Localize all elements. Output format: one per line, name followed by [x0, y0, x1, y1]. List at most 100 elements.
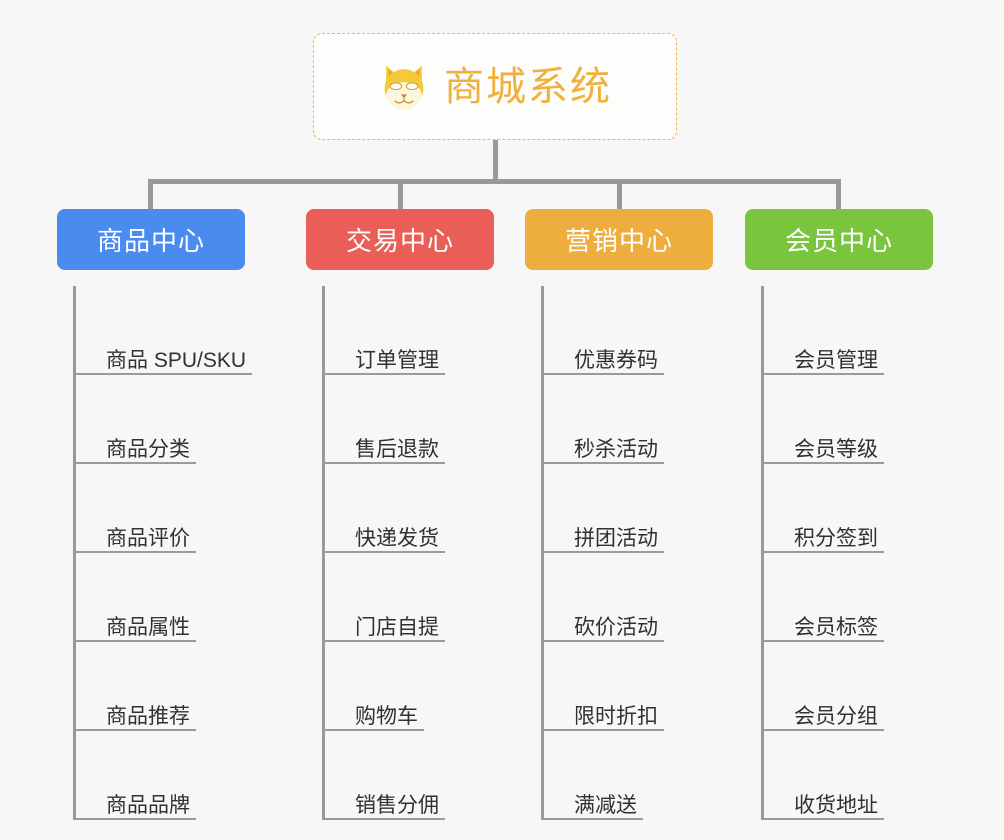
connector-root-stem: [493, 140, 498, 183]
leaf-item[interactable]: 商品分类: [73, 375, 247, 464]
leaf-underline: [541, 640, 664, 642]
leaf-underline: [73, 640, 196, 642]
category-title-1: 商品中心: [96, 226, 205, 256]
column-spine-4: [761, 286, 764, 820]
branch-column-2: 交易中心 订单管理 售后退款 快递发货 门店自提 购物车: [306, 209, 496, 836]
connector-drop-3: [617, 179, 622, 210]
leaf-label: 收货地址: [794, 794, 878, 817]
leaf-item[interactable]: 砍价活动: [541, 553, 715, 642]
leaf-underline: [541, 462, 664, 464]
leaf-underline: [73, 373, 252, 375]
leaf-item[interactable]: 商品属性: [73, 553, 247, 642]
leaf-item[interactable]: 会员管理: [761, 286, 935, 375]
leaf-item[interactable]: 购物车: [322, 642, 496, 731]
leaf-item[interactable]: 秒杀活动: [541, 375, 715, 464]
leaf-item[interactable]: 会员标签: [761, 553, 935, 642]
category-title-4: 会员中心: [784, 226, 893, 256]
leaf-label: 商品 SPU/SKU: [106, 349, 247, 372]
leaf-label: 满减送: [574, 794, 637, 817]
leaf-underline: [541, 729, 664, 731]
branch-column-3: 营销中心 优惠券码 秒杀活动 拼团活动 砍价活动 限时折扣: [525, 209, 715, 836]
leaf-item[interactable]: 收货地址: [761, 731, 935, 820]
leaf-label: 会员分组: [794, 705, 878, 728]
leaf-label: 优惠券码: [574, 349, 658, 372]
column-spine-3: [541, 286, 544, 820]
leaf-item[interactable]: 快递发货: [322, 464, 496, 553]
leaf-underline: [322, 373, 445, 375]
leaf-label: 会员管理: [794, 349, 878, 372]
leaf-underline: [761, 818, 884, 820]
leaf-list-3: 优惠券码 秒杀活动 拼团活动 砍价活动 限时折扣 满减送: [541, 286, 715, 820]
leaf-underline: [73, 462, 196, 464]
leaf-underline: [541, 818, 643, 820]
branch-column-1: 商品中心 商品 SPU/SKU 商品分类 商品评价 商品属性 商品推荐: [57, 209, 252, 836]
leaf-label: 售后退款: [355, 438, 439, 461]
leaf-item[interactable]: 商品品牌: [73, 731, 247, 820]
leaf-underline: [761, 640, 884, 642]
leaf-item[interactable]: 积分签到: [761, 464, 935, 553]
leaf-underline: [761, 462, 884, 464]
leaf-list-1: 商品 SPU/SKU 商品分类 商品评价 商品属性 商品推荐 商品品牌: [73, 286, 252, 820]
leaf-item[interactable]: 会员等级: [761, 375, 935, 464]
leaf-item[interactable]: 商品 SPU/SKU: [73, 286, 252, 375]
leaf-item[interactable]: 订单管理: [322, 286, 496, 375]
category-title-2: 交易中心: [345, 226, 454, 256]
connector-horizontal-bus: [148, 179, 840, 184]
leaf-list-2: 订单管理 售后退款 快递发货 门店自提 购物车 销售分佣: [322, 286, 496, 820]
category-header-4[interactable]: 会员中心: [745, 209, 933, 270]
leaf-item[interactable]: 售后退款: [322, 375, 496, 464]
leaf-label: 砍价活动: [574, 616, 658, 639]
leaf-underline: [761, 551, 884, 553]
leaf-underline: [322, 640, 445, 642]
leaf-label: 积分签到: [794, 527, 878, 550]
leaf-label: 商品分类: [106, 438, 190, 461]
leaf-item[interactable]: 拼团活动: [541, 464, 715, 553]
leaf-underline: [541, 373, 664, 375]
leaf-label: 门店自提: [355, 616, 439, 639]
column-spine-2: [322, 286, 325, 820]
root-node-shop-system[interactable]: 商城系统: [313, 33, 677, 140]
connector-drop-4: [836, 179, 841, 210]
leaf-underline: [73, 551, 196, 553]
leaf-item[interactable]: 限时折扣: [541, 642, 715, 731]
category-title-3: 营销中心: [564, 226, 673, 256]
root-node-content: 商城系统: [378, 61, 612, 113]
leaf-underline: [761, 729, 884, 731]
leaf-label: 购物车: [355, 705, 418, 728]
connector-drop-1: [148, 179, 153, 210]
branch-column-4: 会员中心 会员管理 会员等级 积分签到 会员标签 会员分组: [745, 209, 935, 836]
leaf-label: 商品评价: [106, 527, 190, 550]
leaf-item[interactable]: 商品推荐: [73, 642, 247, 731]
leaf-underline: [73, 818, 196, 820]
leaf-item[interactable]: 优惠券码: [541, 286, 715, 375]
leaf-item[interactable]: 门店自提: [322, 553, 496, 642]
leaf-underline: [73, 729, 196, 731]
root-node-title: 商城系统: [444, 64, 612, 109]
leaf-label: 商品推荐: [106, 705, 190, 728]
leaf-underline: [322, 551, 445, 553]
leaf-label: 商品品牌: [106, 794, 190, 817]
category-header-1[interactable]: 商品中心: [57, 209, 245, 270]
leaf-item[interactable]: 销售分佣: [322, 731, 496, 820]
leaf-underline: [541, 551, 664, 553]
category-header-2[interactable]: 交易中心: [306, 209, 494, 270]
leaf-item[interactable]: 会员分组: [761, 642, 935, 731]
column-spine-1: [73, 286, 76, 820]
leaf-list-4: 会员管理 会员等级 积分签到 会员标签 会员分组 收货地址: [761, 286, 935, 820]
category-header-3[interactable]: 营销中心: [525, 209, 713, 270]
leaf-label: 快递发货: [355, 527, 439, 550]
leaf-label: 拼团活动: [574, 527, 658, 550]
leaf-label: 会员标签: [794, 616, 878, 639]
leaf-label: 商品属性: [106, 616, 190, 639]
leaf-label: 销售分佣: [355, 794, 439, 817]
leaf-item[interactable]: 商品评价: [73, 464, 247, 553]
leaf-item[interactable]: 满减送: [541, 731, 715, 820]
leaf-label: 会员等级: [794, 438, 878, 461]
connector-drop-2: [398, 179, 403, 210]
leaf-label: 限时折扣: [574, 705, 658, 728]
leaf-underline: [322, 729, 424, 731]
shiba-dog-icon: [384, 65, 424, 110]
leaf-underline: [322, 462, 445, 464]
leaf-label: 秒杀活动: [574, 438, 658, 461]
